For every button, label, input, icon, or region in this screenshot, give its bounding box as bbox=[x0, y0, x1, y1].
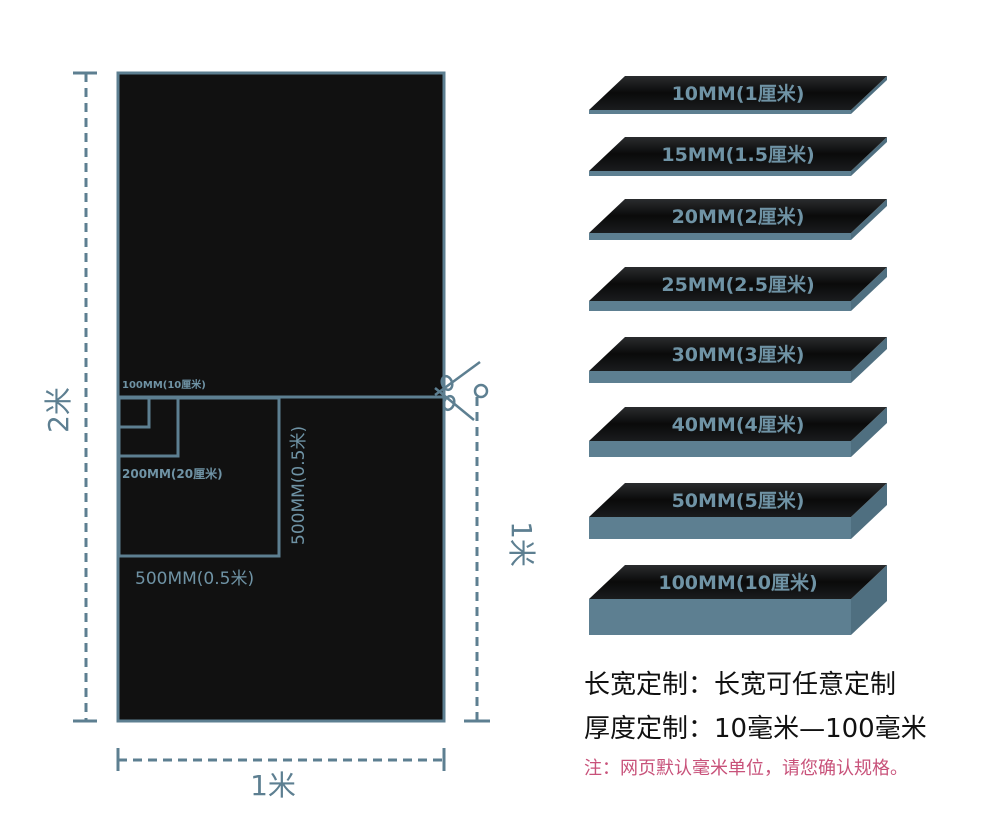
slab-top-face bbox=[589, 483, 887, 517]
slab-label: 40MM(4厘米) bbox=[672, 413, 805, 436]
slab-label: 15MM(1.5厘米) bbox=[661, 143, 814, 166]
slab-side-face bbox=[851, 337, 887, 383]
slab-front-face bbox=[589, 233, 851, 240]
thickness-slab-40mm: 40MM(4厘米) bbox=[589, 407, 887, 457]
thickness-slab-100mm: 100MM(10厘米) bbox=[589, 565, 887, 635]
slab-front-face bbox=[589, 517, 851, 539]
unit-note: 注：网页默认毫米单位，请您确认规格。 bbox=[584, 758, 908, 779]
slab-side-face bbox=[851, 483, 887, 539]
width-dimension bbox=[116, 748, 446, 771]
width-label: 1米 bbox=[250, 769, 296, 802]
label-100mm: 100MM(10厘米) bbox=[122, 378, 206, 391]
scissors-icon bbox=[434, 360, 489, 421]
slab-label: 20MM(2厘米) bbox=[672, 205, 805, 228]
label-200mm: 200MM(20厘米) bbox=[122, 466, 223, 481]
thickness-slab-10mm: 10MM(1厘米) bbox=[589, 76, 887, 114]
slab-label: 25MM(2.5厘米) bbox=[661, 273, 814, 296]
slab-side-face bbox=[851, 199, 887, 240]
slab-side-face bbox=[851, 137, 887, 176]
slab-label: 50MM(5厘米) bbox=[672, 489, 805, 512]
slab-top-face bbox=[589, 76, 887, 110]
thickness-spec: 厚度定制：10毫米—100毫米 bbox=[584, 714, 927, 744]
slab-front-face bbox=[589, 599, 851, 635]
thickness-slab-50mm: 50MM(5厘米) bbox=[589, 483, 887, 539]
square-500mm bbox=[117, 396, 281, 558]
slab-front-face bbox=[589, 110, 851, 114]
slab-top-face bbox=[589, 267, 887, 301]
height-label: 2米 bbox=[42, 387, 75, 433]
slab-front-face bbox=[589, 301, 851, 311]
slab-top-face bbox=[589, 199, 887, 233]
slab-top-face bbox=[589, 337, 887, 371]
slab-label: 100MM(10厘米) bbox=[658, 571, 817, 594]
slab-label: 30MM(3厘米) bbox=[672, 343, 805, 366]
slab-side-face bbox=[851, 407, 887, 457]
slab-front-face bbox=[589, 171, 851, 176]
thickness-slab-30mm: 30MM(3厘米) bbox=[589, 337, 887, 383]
size-spec: 长宽定制：长宽可任意定制 bbox=[584, 670, 897, 700]
slab-side-face bbox=[851, 267, 887, 311]
thickness-slab-25mm: 25MM(2.5厘米) bbox=[589, 267, 887, 311]
slab-top-face bbox=[589, 137, 887, 171]
slab-front-face bbox=[589, 371, 851, 383]
slab-side-face bbox=[851, 76, 887, 114]
slab-label: 10MM(1厘米) bbox=[672, 82, 805, 105]
label-500mm-side: 500MM(0.5米) bbox=[289, 426, 309, 545]
thickness-slab-list: 10MM(1厘米) 15MM(1.5厘米) 20MM(2厘米) 25MM(2.5厘米)… bbox=[589, 76, 887, 635]
half-height-label: 1米 bbox=[505, 521, 538, 567]
slab-top-face bbox=[589, 565, 887, 599]
square-100mm bbox=[117, 396, 151, 429]
slab-front-face bbox=[589, 441, 851, 457]
slab-side-face bbox=[851, 565, 887, 635]
label-500mm-bottom: 500MM(0.5米) bbox=[135, 569, 254, 589]
slab-top-face bbox=[589, 407, 887, 441]
thickness-slab-15mm: 15MM(1.5厘米) bbox=[589, 137, 887, 176]
half-height-dimension bbox=[464, 397, 490, 723]
thickness-slab-20mm: 20MM(2厘米) bbox=[589, 199, 887, 240]
height-dimension bbox=[73, 71, 97, 723]
